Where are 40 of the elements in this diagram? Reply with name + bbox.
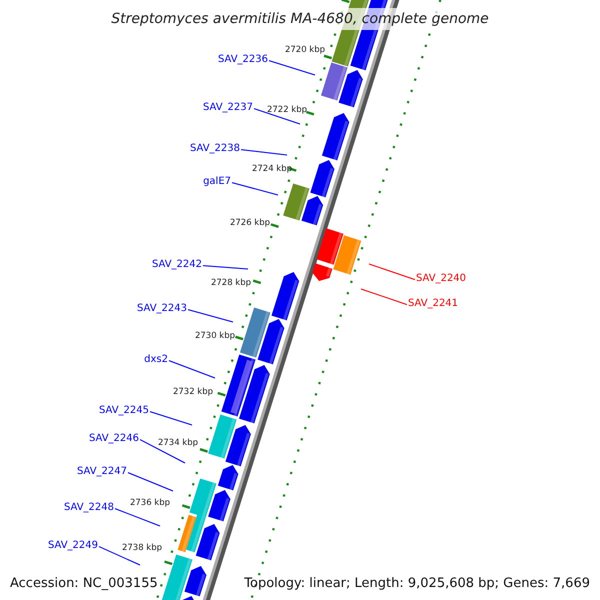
leader-line — [128, 472, 174, 492]
leader-line — [268, 60, 316, 76]
leader-line — [360, 288, 408, 306]
footer-text: Accession: NC_003155 — [10, 576, 158, 591]
gene-label: SAV_2238 — [190, 143, 240, 154]
position-label: 2722 kbp — [266, 105, 308, 115]
gene-label: SAV_2237 — [202, 102, 253, 113]
gene-label: SAV_2246 — [88, 433, 139, 444]
gene-label: dxs2 — [144, 354, 168, 365]
gene-label: SAV_2242 — [152, 259, 202, 270]
leader-line — [240, 149, 288, 156]
gene-label: SAV_2248 — [64, 502, 114, 513]
gene-label: SAV_2249 — [48, 540, 98, 551]
leader-line — [150, 411, 192, 426]
gene-label: SAV_2241 — [408, 298, 458, 309]
gene-label: SAV_2236 — [218, 54, 268, 65]
position-label: 2736 kbp — [130, 498, 170, 508]
position-label: 2730 kbp — [194, 331, 236, 341]
position-label: 2720 kbp — [284, 45, 326, 55]
gene-label: SAV_2245 — [98, 405, 149, 416]
gene-label: SAV_2243 — [136, 303, 187, 314]
gene-label: SAV_2240 — [416, 273, 466, 284]
footer-text: Topology: linear; Length: 9,025,608 bp; Genes: 7,669 — [244, 576, 590, 591]
leader-line — [114, 508, 160, 526]
leader-line — [188, 309, 234, 322]
leader-line — [168, 360, 216, 378]
position-label: 2738 kbp — [122, 543, 162, 553]
position-label: 2724 kbp — [252, 164, 292, 174]
position-label: 2726 kbp — [230, 218, 270, 228]
leader-line — [232, 182, 278, 196]
position-label: 2734 kbp — [158, 438, 198, 448]
position-label: 2728 kbp — [210, 278, 252, 288]
leader-line — [254, 108, 300, 124]
gene-label: galE7 — [203, 176, 231, 187]
leader-line — [202, 265, 248, 270]
position-label: 2732 kbp — [172, 387, 214, 397]
leader-line — [140, 439, 186, 464]
leader-line — [368, 264, 416, 280]
gene-label: SAV_2247 — [76, 466, 127, 477]
leader-line — [98, 546, 140, 566]
